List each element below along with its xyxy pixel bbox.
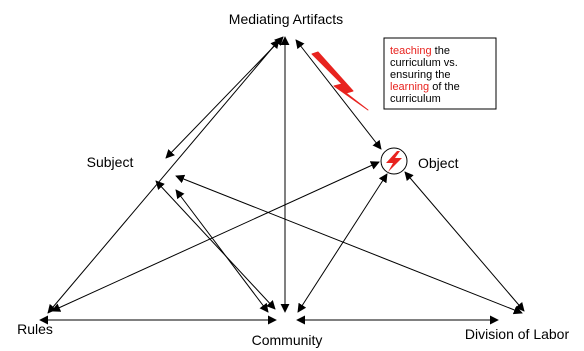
note-line-2: curriculum vs.	[390, 57, 458, 69]
arrow-subject-community	[155, 180, 276, 310]
arrow-community-subject-cross	[175, 189, 269, 313]
note-highlight-learning: learning	[390, 81, 429, 93]
arrow-object-division	[404, 171, 525, 312]
label-community: Community	[252, 332, 323, 348]
label-rules: Rules	[17, 321, 53, 337]
note-line-3: ensuring the	[390, 69, 451, 81]
arrow-community-object	[297, 173, 388, 313]
note-line-4-rest: of the	[429, 81, 460, 93]
arrow-rules-mediating	[47, 39, 280, 314]
label-object: Object	[418, 155, 459, 171]
arrow-mediating-subject	[165, 36, 284, 159]
label-mediating-artifacts: Mediating Artifacts	[229, 11, 343, 27]
note-line-4: learning of the	[390, 81, 460, 93]
label-subject: Subject	[87, 154, 134, 170]
note-line-5: curriculum	[390, 93, 441, 105]
lightning-bolt-icon	[311, 51, 369, 111]
note-highlight-teaching: teaching	[390, 45, 432, 57]
arrow-subject-division	[175, 174, 523, 315]
tension-note: teaching the curriculum vs. ensuring the…	[383, 37, 497, 110]
note-line-1-rest: the	[432, 45, 450, 57]
lightning-bolt-icon	[386, 151, 402, 172]
connector-lines	[39, 36, 525, 325]
note-box	[383, 37, 497, 110]
note-line-1: teaching the	[390, 45, 450, 57]
label-division-of-labor: Division of Labor	[465, 326, 570, 342]
arrow-mediating-object	[295, 39, 382, 150]
